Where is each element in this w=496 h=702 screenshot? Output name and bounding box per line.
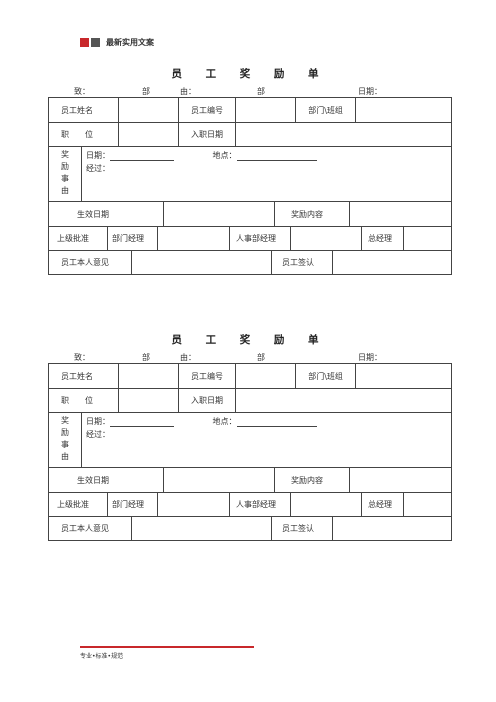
label-reason-location: 地点： xyxy=(212,151,237,160)
reason-char: 励 xyxy=(61,162,69,171)
addr-dept2: 部 xyxy=(257,353,265,362)
field-employee-signature[interactable] xyxy=(333,251,452,274)
addr-dept: 部 xyxy=(142,87,150,96)
label-join-date: 入职日期 xyxy=(178,122,236,147)
field-reward-content[interactable] xyxy=(350,468,452,492)
label-join-date: 入职日期 xyxy=(178,388,236,413)
field-hr-manager[interactable] xyxy=(290,227,362,250)
logo-square-red xyxy=(80,37,89,47)
label-employee-name: 员工姓名 xyxy=(48,363,119,389)
addr-dept: 部 xyxy=(142,353,150,362)
field-join-date[interactable] xyxy=(234,388,453,413)
label-dept-manager: 部门经理 xyxy=(107,227,158,250)
reason-location-line[interactable] xyxy=(236,418,317,427)
field-dept-group[interactable] xyxy=(355,97,452,123)
footer-text: 专业•标准•规范 xyxy=(80,653,124,660)
addr-to: 致： xyxy=(74,87,90,96)
addr-date: 日期： xyxy=(358,87,382,96)
label-superior-approval: 上级批准 xyxy=(49,493,108,516)
footer-rule xyxy=(80,646,254,648)
reason-char: 事 xyxy=(61,174,69,183)
form-table: 员工姓名 员工编号 部门\班组 职 位 入职日期 奖 励 事 xyxy=(48,363,453,541)
label-reward-reason: 奖 励 事 由 xyxy=(49,147,82,201)
label-employee-opinion: 员工本人意见 xyxy=(49,251,132,274)
label-employee-signature: 员工签认 xyxy=(271,517,333,540)
field-join-date[interactable] xyxy=(234,122,453,147)
label-hr-manager: 人事部经理 xyxy=(229,493,291,516)
form-title: 员 工 奖 励 单 xyxy=(171,334,329,346)
reason-char: 由 xyxy=(61,452,69,461)
label-hr-manager: 人事部经理 xyxy=(229,227,291,250)
reward-reason-body[interactable]: 日期： 地点： 经过： xyxy=(82,147,452,201)
field-employee-number[interactable] xyxy=(234,97,297,123)
field-hr-manager[interactable] xyxy=(290,493,362,516)
field-employee-name[interactable] xyxy=(117,363,180,389)
addr-dept2: 部 xyxy=(257,87,265,96)
label-reward-reason: 奖 励 事 由 xyxy=(49,413,82,467)
reward-reason-body[interactable]: 日期： 地点： 经过： xyxy=(82,413,452,467)
field-employee-opinion[interactable] xyxy=(131,517,272,540)
label-dept-manager: 部门经理 xyxy=(107,493,158,516)
label-employee-number: 员工编号 xyxy=(178,97,236,123)
field-position[interactable] xyxy=(117,388,180,413)
label-reason-date: 日期： xyxy=(86,151,110,160)
label-reward-content: 奖励内容 xyxy=(274,468,350,492)
label-general-manager: 总经理 xyxy=(361,227,404,250)
reason-char: 奖 xyxy=(61,150,69,159)
reason-date-line[interactable] xyxy=(110,418,174,427)
form-title: 员 工 奖 励 单 xyxy=(171,68,329,80)
field-general-manager[interactable] xyxy=(404,493,452,516)
label-effective-date: 生效日期 xyxy=(49,202,164,226)
addr-date: 日期： xyxy=(358,353,382,362)
label-position: 职 位 xyxy=(48,122,119,147)
label-employee-number: 员工编号 xyxy=(178,363,236,389)
label-position: 职 位 xyxy=(48,388,119,413)
field-employee-number[interactable] xyxy=(234,363,297,389)
field-employee-name[interactable] xyxy=(117,97,180,123)
label-employee-opinion: 员工本人意见 xyxy=(49,517,132,540)
label-employee-name: 员工姓名 xyxy=(48,97,119,123)
label-reason-process: 经过： xyxy=(86,430,110,439)
field-dept-manager[interactable] xyxy=(157,227,230,250)
field-effective-date[interactable] xyxy=(163,202,275,226)
form-table: 员工姓名 员工编号 部门\班组 职 位 入职日期 奖 励 事 xyxy=(48,97,453,275)
label-dept-group: 部门\班组 xyxy=(295,97,357,123)
label-reason-location: 地点： xyxy=(212,417,237,426)
label-employee-signature: 员工签认 xyxy=(271,251,333,274)
addr-from: 由： xyxy=(180,87,196,96)
field-employee-signature[interactable] xyxy=(333,517,452,540)
header-title: 最新实用文案 xyxy=(106,37,154,47)
page-header: 最新实用文案 xyxy=(80,36,154,48)
label-superior-approval: 上级批准 xyxy=(49,227,108,250)
reason-char: 由 xyxy=(61,186,69,195)
label-reason-process: 经过： xyxy=(86,164,110,173)
field-position[interactable] xyxy=(117,122,180,147)
reason-date-line[interactable] xyxy=(110,152,174,161)
label-effective-date: 生效日期 xyxy=(49,468,164,492)
field-effective-date[interactable] xyxy=(163,468,275,492)
field-employee-opinion[interactable] xyxy=(131,251,272,274)
addr-from: 由： xyxy=(180,353,196,362)
reason-location-line[interactable] xyxy=(236,152,317,161)
field-dept-group[interactable] xyxy=(355,363,452,389)
reason-char: 事 xyxy=(61,440,69,449)
reason-char: 奖 xyxy=(61,416,69,425)
field-reward-content[interactable] xyxy=(350,202,452,226)
field-general-manager[interactable] xyxy=(404,227,452,250)
label-reason-date: 日期： xyxy=(86,417,110,426)
field-dept-manager[interactable] xyxy=(157,493,230,516)
addr-to: 致： xyxy=(74,353,90,362)
label-reward-content: 奖励内容 xyxy=(274,202,350,226)
label-dept-group: 部门\班组 xyxy=(295,363,357,389)
reason-char: 励 xyxy=(61,428,69,437)
label-general-manager: 总经理 xyxy=(361,493,404,516)
logo-square-gray xyxy=(91,37,100,47)
